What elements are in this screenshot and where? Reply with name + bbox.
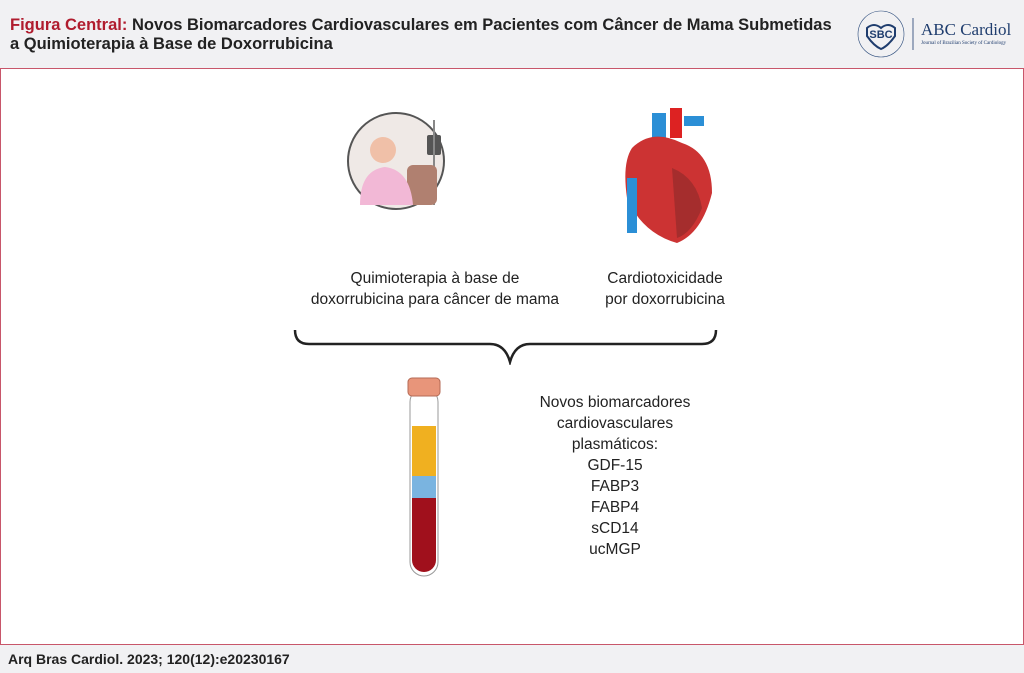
header: Figura Central: Novos Biomarcadores Card… [0,0,1024,69]
svg-text:SBC: SBC [869,29,892,41]
sbc-abc-logo: SBC ABC Cardiol Journal of Brazilian Soc… [855,8,1020,60]
footer: Arq Bras Cardiol. 2023; 120(12):e2023016… [0,644,1024,673]
biomarker-item: GDF-15 [587,457,643,474]
curly-brace [293,329,718,365]
heart-illustration [625,108,712,243]
citation: Arq Bras Cardiol. 2023; 120(12):e2023016… [8,651,290,667]
biomarker-item: sCD14 [591,520,639,537]
caption-line: por doxorrubicina [605,291,725,308]
page-title: Figura Central: Novos Biomarcadores Card… [10,16,840,54]
biomarker-item: FABP3 [590,478,640,495]
caption-line: Cardiotoxicidade [607,270,723,287]
biomarker-heading: cardiovasculares [556,415,674,432]
patient-caption: Quimioterapia à base de doxorrubicina par… [300,268,570,310]
title-text: Novos Biomarcadores Cardiovasculares em … [10,16,832,53]
title-lead: Figura Central: [10,16,128,34]
journal-subtitle: Journal of Brazilian Society of Cardiolo… [921,41,1007,46]
caption-line: doxorrubicina para câncer de mama [310,291,560,308]
journal-name: ABC Cardiol [921,20,1012,39]
heart-caption: Cardiotoxicidade por doxorrubicina [580,268,750,310]
patient-illustration [347,112,445,210]
biomarker-list: Novos biomarcadores cardiovasculares pla… [520,392,710,560]
caption-line: Quimioterapia à base de [350,270,520,287]
biomarker-heading: plasmáticos: [571,436,659,453]
blood-tube-icon [407,377,441,577]
biomarker-heading: Novos biomarcadores [539,394,691,411]
biomarker-item: FABP4 [590,499,640,516]
biomarker-item: ucMGP [589,541,641,558]
